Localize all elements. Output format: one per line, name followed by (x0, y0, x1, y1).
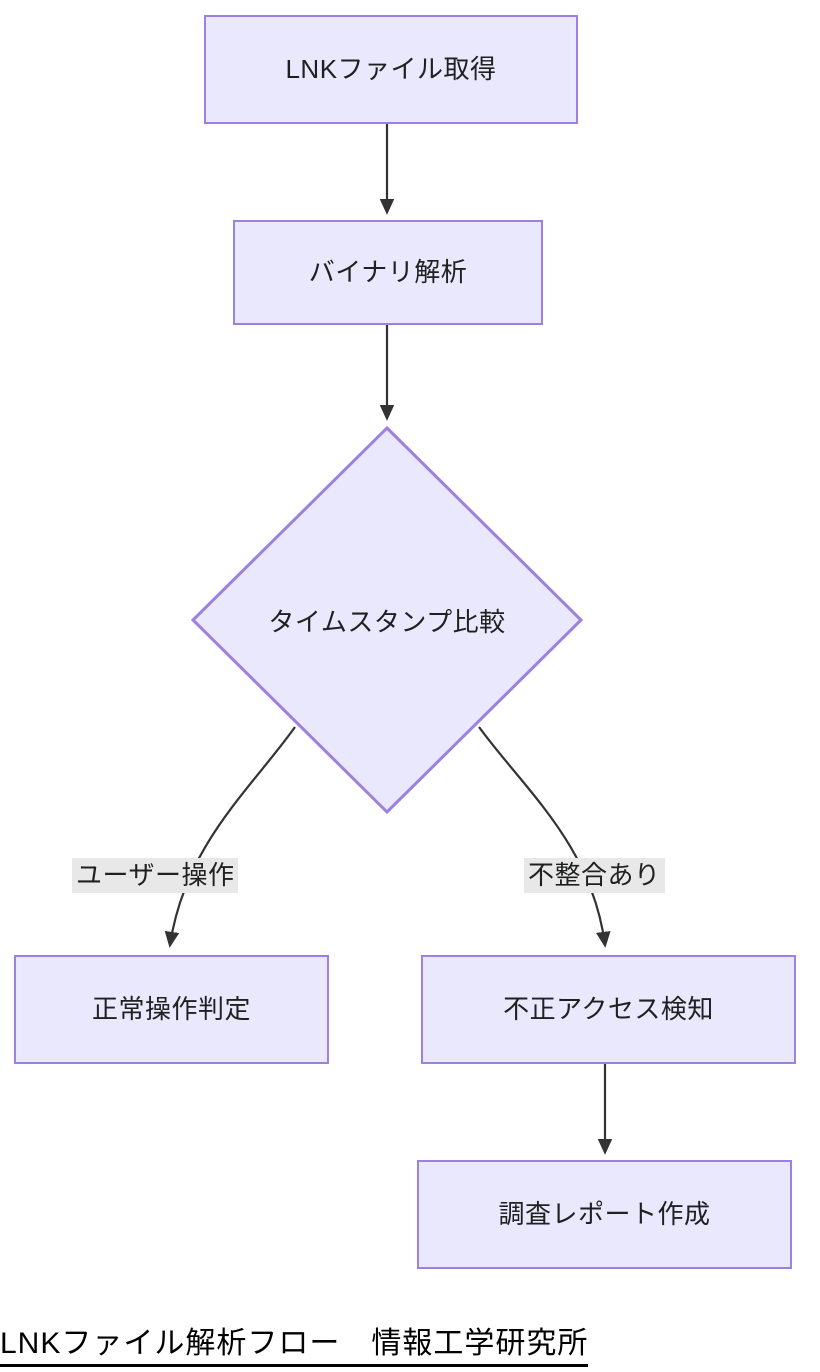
node-label: タイムスタンプ比較 (268, 606, 506, 637)
node-binary-analysis[interactable]: バイナリ解析 (233, 220, 543, 325)
node-investigation-report[interactable]: 調査レポート作成 (417, 1160, 792, 1269)
node-lnk-file-acquisition[interactable]: LNKファイル取得 (204, 15, 578, 124)
node-label: 不正アクセス検知 (503, 993, 714, 1024)
node-timestamp-comparison[interactable]: タイムスタンプ比較 (190, 425, 584, 815)
node-label: LNKファイル取得 (285, 53, 497, 84)
edge-label-user-operation: ユーザー操作 (72, 858, 239, 893)
node-label: バイナリ解析 (308, 256, 468, 287)
node-normal-operation[interactable]: 正常操作判定 (14, 955, 329, 1064)
diamond-shape (190, 425, 584, 815)
edge-label-inconsistency: 不整合あり (524, 858, 665, 893)
node-unauthorized-access-detected[interactable]: 不正アクセス検知 (421, 955, 796, 1064)
node-label: 正常操作判定 (91, 993, 251, 1024)
diagram-caption: LNKファイル解析フロー 情報工学研究所 (0, 1318, 589, 1367)
node-label: 調査レポート作成 (498, 1198, 711, 1229)
